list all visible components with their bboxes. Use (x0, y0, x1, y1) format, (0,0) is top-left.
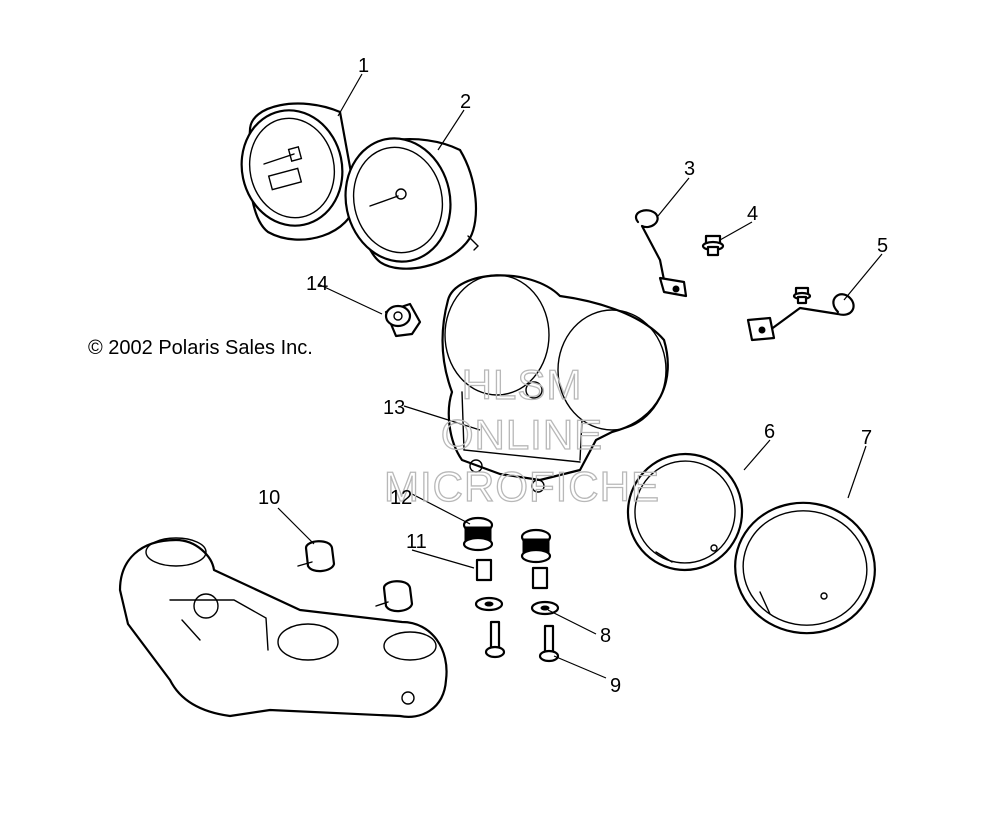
watermark: HLSM ONLINE MICROFICHE (383, 360, 660, 510)
part-13-bezel[interactable] (441, 274, 669, 493)
part-3-clip[interactable] (635, 209, 688, 298)
callout-13: 13 (383, 397, 405, 419)
callout-1: 1 (358, 55, 369, 77)
part-5-clip[interactable] (746, 286, 855, 342)
callout-3: 3 (684, 158, 695, 180)
callout-9: 9 (610, 675, 621, 697)
callout-4: 4 (747, 203, 758, 225)
part-1-gauge-left[interactable] (231, 101, 358, 241)
part-6-ring[interactable] (619, 445, 751, 579)
callout-12: 12 (390, 487, 412, 509)
watermark-line-1: HLSM (462, 361, 583, 408)
watermark-line-3: MICROFICHE (384, 463, 660, 510)
copyright-text: © 2002 Polaris Sales Inc. (88, 337, 313, 359)
part-9-bolts[interactable] (484, 620, 560, 663)
part-14-socket[interactable] (384, 302, 422, 338)
triple-clamp[interactable] (118, 537, 448, 718)
callout-2: 2 (460, 91, 471, 113)
callout-5: 5 (877, 235, 888, 257)
callout-10: 10 (258, 487, 280, 509)
callout-labels: 1 2 3 4 5 14 13 6 7 10 12 11 8 9 (258, 55, 888, 697)
part-10-bumpers[interactable] (297, 540, 414, 613)
watermark-line-2: ONLINE (441, 411, 603, 458)
part-11-spacers[interactable] (475, 558, 549, 590)
part-2-gauge-right[interactable] (334, 129, 479, 272)
part-7-ring[interactable] (725, 492, 885, 644)
part-8-washers[interactable] (474, 596, 560, 616)
leader-lines (277, 73, 883, 679)
callout-8: 8 (600, 625, 611, 647)
part-12-grommets[interactable] (462, 516, 552, 564)
part-4-screw[interactable] (701, 234, 725, 257)
callout-14: 14 (306, 273, 328, 295)
callout-7: 7 (861, 427, 872, 449)
callout-11: 11 (406, 531, 427, 553)
callout-6: 6 (764, 421, 775, 443)
